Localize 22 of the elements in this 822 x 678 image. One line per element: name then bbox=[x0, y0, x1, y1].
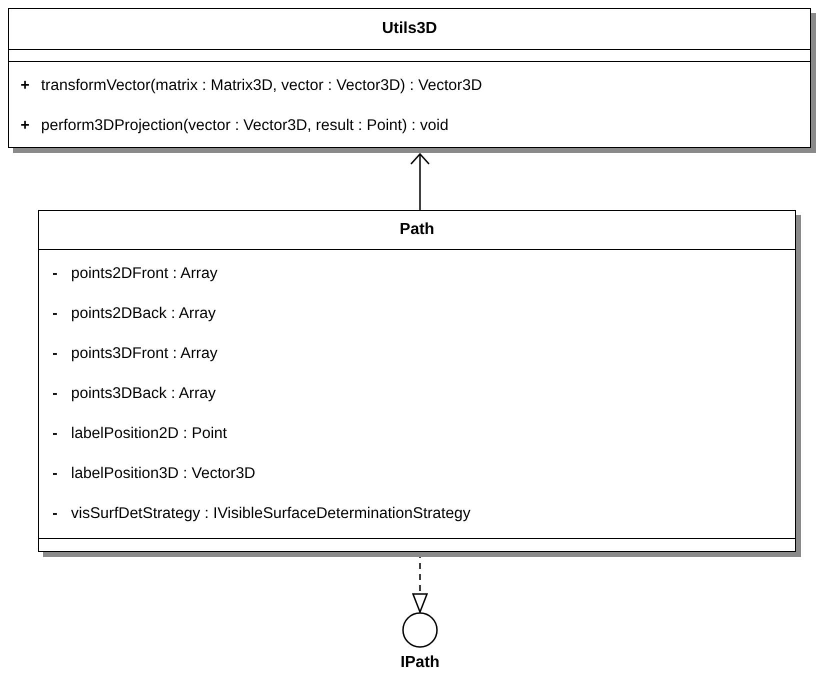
visibility-marker: - bbox=[51, 425, 59, 443]
dependency-arrow bbox=[410, 153, 430, 210]
attribute-text: points2DBack : Array bbox=[71, 305, 216, 323]
visibility-marker: - bbox=[51, 385, 59, 403]
visibility-marker: - bbox=[51, 345, 59, 363]
operation-text: perform3DProjection(vector : Vector3D, result : Point) : void bbox=[41, 117, 448, 135]
visibility-marker: - bbox=[51, 305, 59, 323]
visibility-marker: - bbox=[51, 265, 59, 283]
operation-text: transformVector(matrix : Matrix3D, vector : Vector3D) : Vector3D bbox=[41, 77, 482, 95]
attribute-text: labelPosition3D : Vector3D bbox=[71, 465, 256, 483]
attribute-text: points3DFront : Array bbox=[71, 345, 218, 363]
attribute-text: points3DBack : Array bbox=[71, 385, 216, 403]
interface-name: IPath bbox=[400, 654, 440, 672]
attribute-text: visSurfDetStrategy : IVisibleSurfaceDeterminationStrategy bbox=[71, 505, 470, 523]
visibility-marker: - bbox=[51, 465, 59, 483]
visibility-marker: - bbox=[51, 505, 59, 523]
attribute-text: labelPosition2D : Point bbox=[71, 425, 227, 443]
class-name: Path bbox=[400, 221, 434, 239]
class-name: Utils3D bbox=[382, 20, 438, 38]
visibility-marker: + bbox=[19, 77, 31, 95]
visibility-marker: + bbox=[19, 117, 31, 135]
attribute-text: points2DFront : Array bbox=[71, 265, 218, 283]
